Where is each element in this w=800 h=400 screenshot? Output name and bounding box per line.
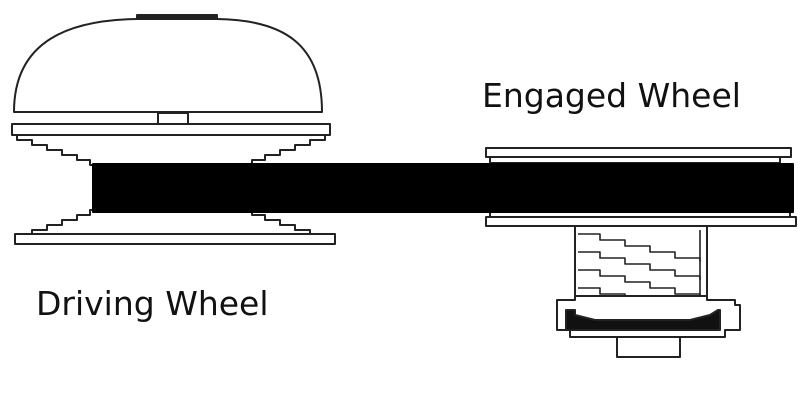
driving-wheel-upper-plate [11,123,331,136]
driving-wheel-label: Driving Wheel [36,284,269,323]
drive-belt [92,163,794,213]
engaged-wheel-upper-lip [489,156,781,164]
engaged-wheel-cam-hub [574,225,708,307]
engaged-wheel-upper-flange [485,147,792,158]
engaged-wheel-lower-flange [485,216,797,227]
engaged-wheel [485,147,797,358]
engaged-wheel-bottom-stub [616,336,681,358]
engaged-wheel-label: Engaged Wheel [482,76,741,115]
driving-wheel [11,14,336,245]
driving-wheel-upper-sheave [16,134,326,166]
driving-wheel-lower-plate [14,233,336,245]
engaged-wheel-cup-seat [565,309,721,331]
driving-wheel-lower-sheave [16,209,326,237]
driving-wheel-dome [13,18,323,113]
driving-wheel-collar [157,112,189,125]
